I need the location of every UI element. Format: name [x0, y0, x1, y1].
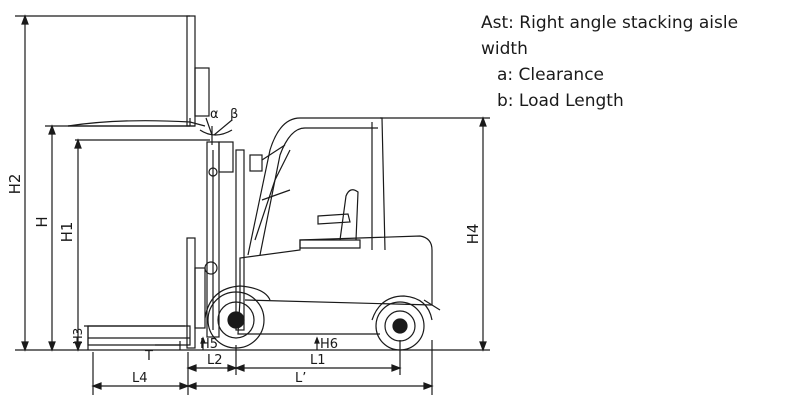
dimension-h5: [200, 336, 206, 350]
steering-column: [249, 144, 291, 241]
mast: [204, 141, 245, 338]
front-wheel: [204, 285, 271, 349]
lowered-carriage: [87, 237, 206, 349]
dimension-h6: [314, 336, 320, 350]
label-h3: H3: [71, 328, 85, 345]
label-l4: L4: [132, 371, 148, 386]
legend-title: Ast: Right angle stacking aisle width: [481, 13, 739, 59]
legend-item-clearance: a: Clearance: [497, 65, 605, 85]
dimension-l1: [234, 340, 402, 375]
label-t: T: [144, 349, 153, 364]
label-h: H: [33, 216, 51, 227]
label-h5: H5: [200, 337, 218, 352]
label-h1: H1: [58, 222, 76, 243]
dimension-h: [48, 124, 56, 352]
label-l2: L2: [207, 353, 223, 368]
label-beta: β: [230, 107, 238, 122]
legend-item-load-length: b: Load Length: [497, 91, 624, 111]
legend: Ast: Right angle stacking aisle width a:…: [481, 10, 785, 114]
dimension-l2: [186, 345, 238, 375]
tilt-angle-indicator: [199, 117, 233, 145]
overhead-guard: [247, 117, 386, 256]
label-l-prime: L’: [295, 371, 306, 386]
dimension-h4: [479, 116, 487, 352]
dimension-l4: [91, 352, 190, 395]
label-h4: H4: [464, 224, 482, 245]
label-alpha: α: [210, 107, 219, 122]
label-h2: H2: [6, 174, 24, 195]
dimension-h1: [74, 138, 82, 352]
dimension-l-prime: [186, 340, 434, 395]
label-l1: L1: [310, 353, 326, 368]
raised-load-outline: [67, 15, 210, 127]
truck-body: [237, 235, 441, 335]
rear-wheel: [371, 295, 433, 351]
label-h6: H6: [320, 337, 338, 352]
dimension-h2: [21, 14, 29, 352]
